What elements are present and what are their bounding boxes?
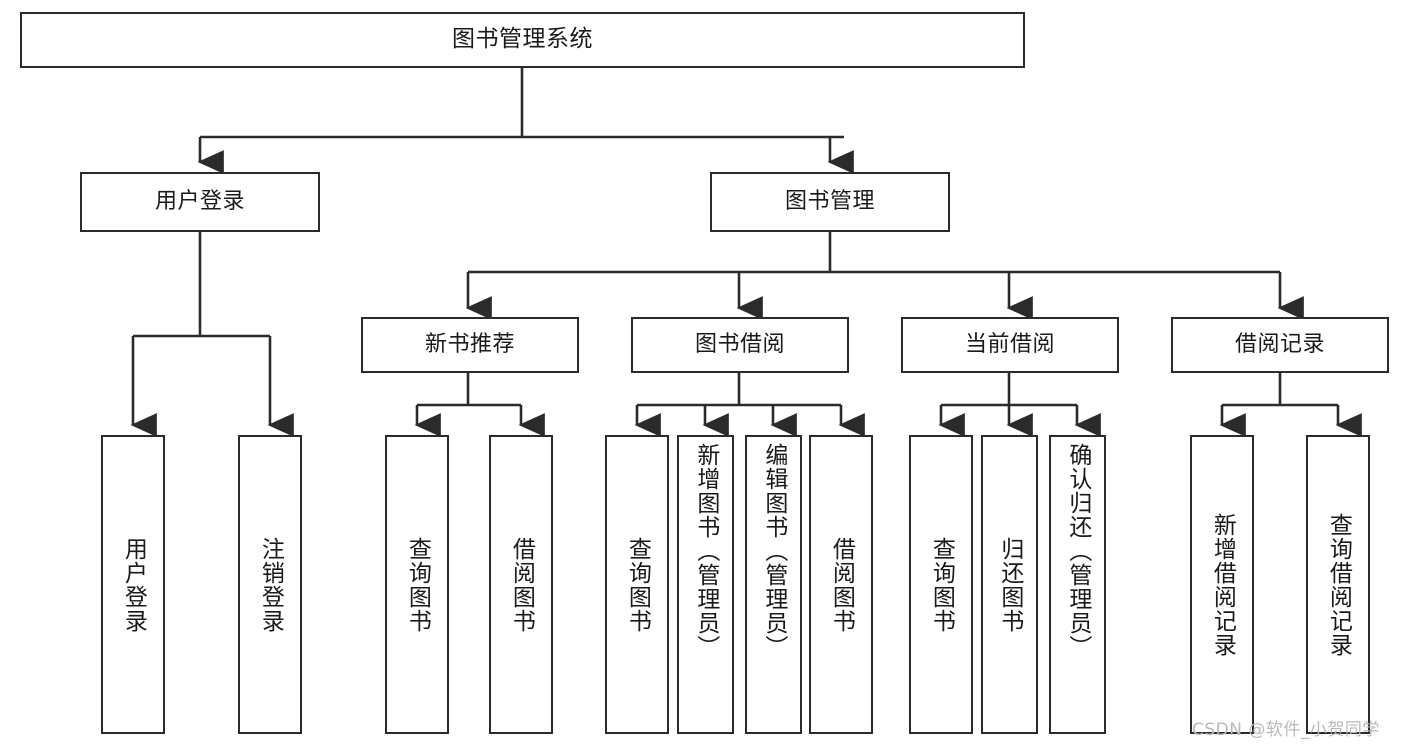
leaf-book-borrow-add-book-admin[interactable]: 新增图书（管理员） [677,435,734,734]
leaf-new-book-borrow-book[interactable]: 借阅图书 [489,435,553,734]
node-new-book-recommend[interactable]: 新书推荐 [361,317,579,373]
node-label: 图书借阅 [694,331,785,357]
node-label: 查询借阅记录 [1325,512,1352,657]
node-label: 新书推荐 [424,331,515,357]
node-label: 当前借阅 [964,331,1055,357]
leaf-current-borrow-confirm-return-admin[interactable]: 确认归还（管理员） [1049,435,1106,734]
leaf-current-borrow-query-book[interactable]: 查询图书 [909,435,973,734]
node-label: 编辑图书（管理员） [760,443,787,659]
node-label: 借阅图书 [828,536,855,633]
node-root-library-system[interactable]: 图书管理系统 [20,12,1025,68]
node-label: 借阅记录 [1234,331,1325,357]
leaf-book-borrow-borrow-book[interactable]: 借阅图书 [809,435,873,734]
node-label: 确认归还（管理员） [1064,443,1091,659]
leaf-new-book-query-book[interactable]: 查询图书 [385,435,449,734]
leaf-borrow-records-query-record[interactable]: 查询借阅记录 [1306,435,1370,734]
node-label: 注销登录 [257,536,284,633]
leaf-borrow-records-add-record[interactable]: 新增借阅记录 [1190,435,1254,734]
leaf-book-borrow-edit-book-admin[interactable]: 编辑图书（管理员） [745,435,802,734]
leaf-current-borrow-return-book[interactable]: 归还图书 [981,435,1038,734]
leaf-user-login-logout[interactable]: 注销登录 [238,435,302,734]
node-book-management[interactable]: 图书管理 [710,172,950,232]
node-label: 查询图书 [624,536,651,633]
node-book-borrow[interactable]: 图书借阅 [631,317,849,373]
node-label: 图书管理 [784,188,875,214]
node-label: 新增图书（管理员） [692,443,719,659]
node-label: 图书管理系统 [452,26,593,53]
node-label: 用户登录 [120,536,147,633]
leaf-book-borrow-query-book[interactable]: 查询图书 [605,435,669,734]
node-label: 新增借阅记录 [1209,512,1236,657]
leaf-user-login-login[interactable]: 用户登录 [101,435,165,734]
node-borrow-records[interactable]: 借阅记录 [1171,317,1389,373]
watermark-text: CSDN @软件_小贺同学 [1192,720,1380,740]
node-label: 用户登录 [154,188,245,214]
node-user-login[interactable]: 用户登录 [80,172,320,232]
node-label: 查询图书 [928,536,955,633]
node-current-borrow[interactable]: 当前借阅 [901,317,1119,373]
node-label: 查询图书 [404,536,431,633]
node-label: 归还图书 [996,536,1023,633]
node-label: 借阅图书 [508,536,535,633]
